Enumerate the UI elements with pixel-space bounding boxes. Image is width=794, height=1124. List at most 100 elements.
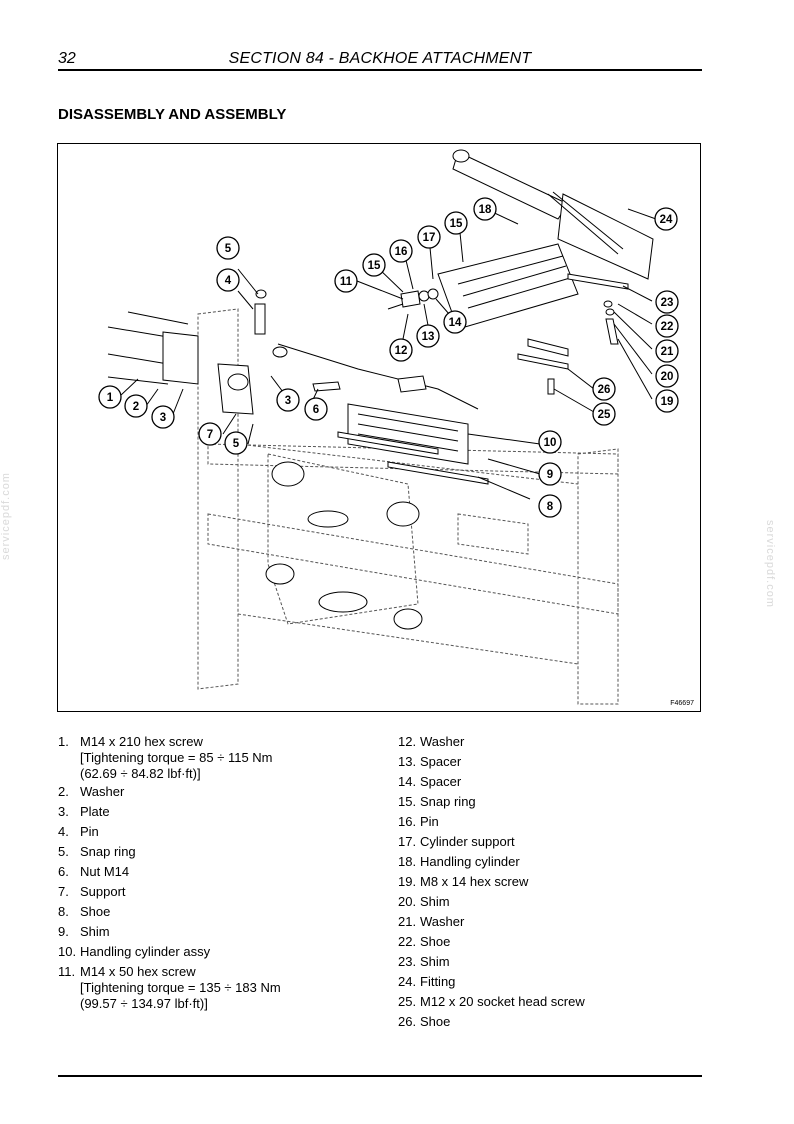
svg-text:14: 14 xyxy=(449,317,462,329)
list-item: 24.Fitting xyxy=(398,974,456,989)
svg-text:11: 11 xyxy=(340,276,353,288)
list-item: 4.Pin xyxy=(58,824,99,839)
section-title: SECTION 84 - BACKHOE ATTACHMENT xyxy=(228,50,532,67)
list-item: 8.Shoe xyxy=(58,904,111,919)
swing-bracket xyxy=(265,453,423,630)
svg-text:19: 19 xyxy=(661,396,674,408)
svg-text:15: 15 xyxy=(368,260,381,272)
callout-2: 2 xyxy=(124,394,148,418)
shoe-8 xyxy=(337,431,439,455)
list-item: 25.M12 x 20 socket head screw xyxy=(398,994,585,1009)
list-item: 26.Shoe xyxy=(398,1014,451,1029)
list-item: 21.Washer xyxy=(398,914,465,929)
svg-text:20: 20 xyxy=(661,371,674,383)
exploded-view-drawing: 1 2 3 4 5 3 6 7 5 8 9 10 11 12 13 14 15 … xyxy=(98,149,679,705)
list-item: 12.Washer xyxy=(398,734,465,749)
callout-16: 16 xyxy=(389,239,413,263)
list-item: 3.Plate xyxy=(58,804,110,819)
svg-text:1: 1 xyxy=(107,392,114,404)
svg-text:8: 8 xyxy=(547,501,554,513)
svg-text:12: 12 xyxy=(395,345,408,357)
callout-20: 20 xyxy=(655,364,679,388)
washer-21 xyxy=(603,300,613,308)
list-item: 18.Handling cylinder xyxy=(398,854,520,869)
svg-text:24: 24 xyxy=(660,214,673,226)
callout-11: 11 xyxy=(334,269,358,293)
cylinder-support-17 xyxy=(437,243,579,357)
parts-list-right: 12.Washer 13.Spacer 14.Spacer 15.Snap ri… xyxy=(398,732,698,1032)
handling-cylinder-18 xyxy=(452,149,654,280)
figure-id: F46697 xyxy=(670,700,694,707)
callout-21: 21 xyxy=(655,339,679,363)
list-item: 14.Spacer xyxy=(398,774,462,789)
list-item: 5.Snap ring xyxy=(58,844,136,859)
list-item: 17.Cylinder support xyxy=(398,834,515,849)
shim-9 xyxy=(387,461,489,485)
list-item: 23.Shim xyxy=(398,954,450,969)
parts-list-left: 1.M14 x 210 hex screw [Tightening torque… xyxy=(58,732,358,1012)
screw-25 xyxy=(547,378,555,395)
callout-10: 10 xyxy=(538,430,562,454)
list-item: 7.Support xyxy=(58,884,126,899)
list-item: 11.M14 x 50 hex screw [Tightening torque… xyxy=(58,964,281,1011)
list-item: 6.Nut M14 xyxy=(58,864,130,879)
watermark-right: servicepdf.com xyxy=(764,520,776,608)
watermark-left: servicepdf.com xyxy=(0,472,12,560)
svg-text:3: 3 xyxy=(160,412,166,424)
svg-text:5: 5 xyxy=(225,243,232,255)
callout-18: 18 xyxy=(473,197,497,221)
page-header: 32 SECTION 84 - BACKHOE ATTACHMENT xyxy=(58,50,702,72)
callout-15: 15 xyxy=(362,253,386,277)
callout-4: 4 xyxy=(216,268,240,292)
callout-8: 8 xyxy=(538,494,562,518)
svg-text:15: 15 xyxy=(450,218,463,230)
list-item: 16.Pin xyxy=(398,814,439,829)
callout-26: 26 xyxy=(592,377,616,401)
list-item: 20.Shim xyxy=(398,894,450,909)
footer-rule xyxy=(58,1075,702,1077)
svg-text:4: 4 xyxy=(225,275,232,287)
svg-text:17: 17 xyxy=(423,232,436,244)
shoe-26 xyxy=(517,353,569,370)
snap-ring-5 xyxy=(255,289,267,299)
support-bore xyxy=(227,373,249,391)
callout-19: 19 xyxy=(655,389,679,413)
nut-6 xyxy=(312,381,341,392)
callout-24: 24 xyxy=(654,207,678,231)
svg-text:26: 26 xyxy=(598,384,611,396)
callout-3b: 3 xyxy=(276,388,300,412)
svg-text:9: 9 xyxy=(547,469,553,481)
page-number: 32 xyxy=(58,50,76,67)
frame-outline xyxy=(197,308,619,705)
list-item: 19.M8 x 14 hex screw xyxy=(398,874,529,889)
header-rule xyxy=(58,69,702,71)
svg-text:10: 10 xyxy=(544,437,557,449)
callout-5b: 5 xyxy=(224,431,248,455)
list-item: 1.M14 x 210 hex screw [Tightening torque… xyxy=(58,734,273,781)
pin-4 xyxy=(254,303,266,335)
plate-3 xyxy=(162,331,199,385)
callout-13: 13 xyxy=(416,324,440,348)
callout-9: 9 xyxy=(538,462,562,486)
svg-text:5: 5 xyxy=(233,438,240,450)
svg-text:13: 13 xyxy=(422,331,435,343)
svg-text:3: 3 xyxy=(285,395,291,407)
callout-15b: 15 xyxy=(444,211,468,235)
callout-3: 3 xyxy=(151,405,175,429)
callout-25: 25 xyxy=(592,402,616,426)
callout-23: 23 xyxy=(655,290,679,314)
shim-20 xyxy=(605,308,615,316)
list-item: 13.Spacer xyxy=(398,754,462,769)
callout-22: 22 xyxy=(655,314,679,338)
callout-leaders xyxy=(119,208,657,500)
list-item: 9.Shim xyxy=(58,924,110,939)
screw-19 xyxy=(605,318,619,345)
hex-screws-1 xyxy=(107,311,189,385)
list-item: 15.Snap ring xyxy=(398,794,476,809)
callout-14: 14 xyxy=(443,310,467,334)
list-item: 10.Handling cylinder assy xyxy=(58,944,211,959)
svg-text:25: 25 xyxy=(598,409,611,421)
svg-text:16: 16 xyxy=(395,246,408,258)
callout-7: 7 xyxy=(198,422,222,446)
shim-23 xyxy=(567,273,629,290)
